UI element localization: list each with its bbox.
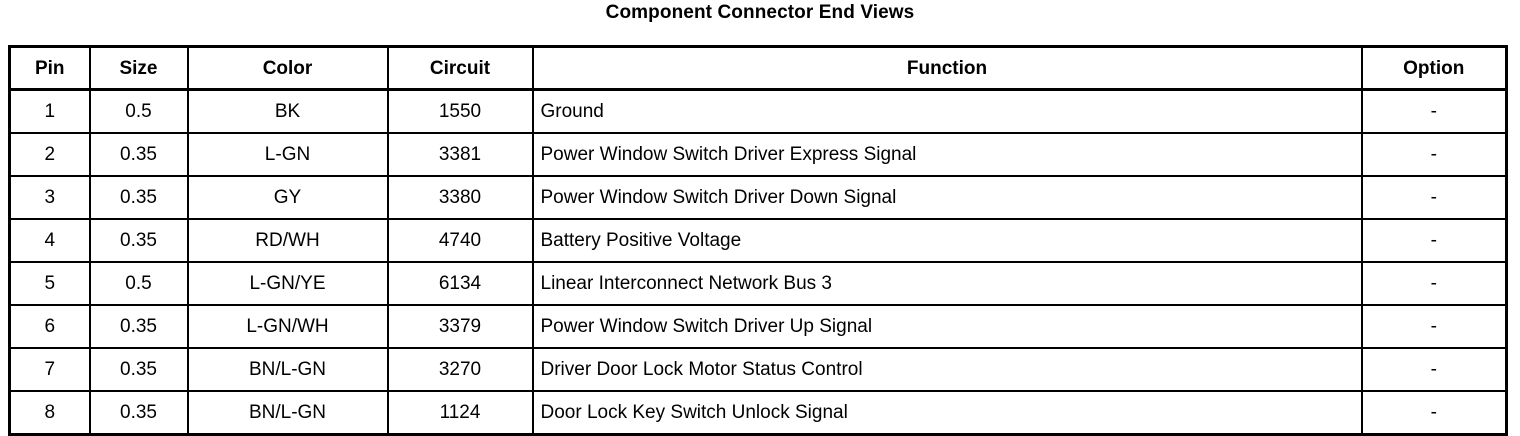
cell-pin: 8 <box>8 390 91 436</box>
table-row: 6 0.35 L-GN/WH 3379 Power Window Switch … <box>8 304 1508 349</box>
cell-function: Linear Interconnect Network Bus 3 <box>531 261 1363 306</box>
cell-circuit: 1550 <box>386 88 534 134</box>
cell-function: Power Window Switch Driver Up Signal <box>531 304 1363 349</box>
table-row: 2 0.35 L-GN 3381 Power Window Switch Dri… <box>8 132 1508 177</box>
cell-color: BN/L-GN <box>186 347 389 392</box>
cell-option: - <box>1360 347 1508 392</box>
table-row: 8 0.35 BN/L-GN 1124 Door Lock Key Switch… <box>8 390 1508 436</box>
column-header-color: Color <box>186 45 389 91</box>
cell-pin: 3 <box>8 175 91 220</box>
column-header-function: Function <box>531 45 1363 91</box>
cell-option: - <box>1360 390 1508 436</box>
cell-pin: 2 <box>8 132 91 177</box>
cell-size: 0.35 <box>88 390 189 436</box>
column-header-pin: Pin <box>8 45 91 91</box>
table-row: 5 0.5 L-GN/YE 6134 Linear Interconnect N… <box>8 261 1508 306</box>
table-row: 3 0.35 GY 3380 Power Window Switch Drive… <box>8 175 1508 220</box>
cell-circuit: 3380 <box>386 175 534 220</box>
column-header-circuit: Circuit <box>386 45 534 91</box>
cell-color: BN/L-GN <box>186 390 389 436</box>
connector-pinout-table: Pin Size Color Circuit Function Option 1… <box>8 45 1508 436</box>
cell-option: - <box>1360 261 1508 306</box>
table-row: 4 0.35 RD/WH 4740 Battery Positive Volta… <box>8 218 1508 263</box>
cell-size: 0.5 <box>88 88 189 134</box>
cell-circuit: 3270 <box>386 347 534 392</box>
cell-function: Door Lock Key Switch Unlock Signal <box>531 390 1363 436</box>
cell-pin: 5 <box>8 261 91 306</box>
cell-function: Driver Door Lock Motor Status Control <box>531 347 1363 392</box>
cell-circuit: 1124 <box>386 390 534 436</box>
cell-function: Power Window Switch Driver Express Signa… <box>531 132 1363 177</box>
cell-size: 0.35 <box>88 304 189 349</box>
table-header: Pin Size Color Circuit Function Option <box>8 45 1508 91</box>
column-header-size: Size <box>88 45 189 91</box>
cell-color: GY <box>186 175 389 220</box>
cell-size: 0.5 <box>88 261 189 306</box>
cell-size: 0.35 <box>88 132 189 177</box>
cell-size: 0.35 <box>88 347 189 392</box>
cell-option: - <box>1360 88 1508 134</box>
cell-pin: 6 <box>8 304 91 349</box>
table-body: 1 0.5 BK 1550 Ground - 2 0.35 L-GN 3381 … <box>8 88 1508 436</box>
page-title: Component Connector End Views <box>605 2 915 23</box>
cell-pin: 7 <box>8 347 91 392</box>
table-row: 1 0.5 BK 1550 Ground - <box>8 88 1508 134</box>
cell-option: - <box>1360 218 1508 263</box>
cell-color: L-GN <box>186 132 389 177</box>
connector-table-container: Pin Size Color Circuit Function Option 1… <box>8 45 1508 436</box>
cell-circuit: 4740 <box>386 218 534 263</box>
cell-circuit: 3379 <box>386 304 534 349</box>
cell-function: Power Window Switch Driver Down Signal <box>531 175 1363 220</box>
cell-pin: 1 <box>8 88 91 134</box>
cell-color: L-GN/WH <box>186 304 389 349</box>
cell-circuit: 3381 <box>386 132 534 177</box>
cell-color: RD/WH <box>186 218 389 263</box>
column-header-option: Option <box>1360 45 1508 91</box>
cell-function: Battery Positive Voltage <box>531 218 1363 263</box>
cell-circuit: 6134 <box>386 261 534 306</box>
cell-size: 0.35 <box>88 218 189 263</box>
table-row: 7 0.35 BN/L-GN 3270 Driver Door Lock Mot… <box>8 347 1508 392</box>
cell-option: - <box>1360 304 1508 349</box>
cell-color: L-GN/YE <box>186 261 389 306</box>
cell-function: Ground <box>531 88 1363 134</box>
cell-color: BK <box>186 88 389 134</box>
cell-option: - <box>1360 175 1508 220</box>
cell-pin: 4 <box>8 218 91 263</box>
cell-option: - <box>1360 132 1508 177</box>
cell-size: 0.35 <box>88 175 189 220</box>
table-header-row: Pin Size Color Circuit Function Option <box>8 45 1508 91</box>
